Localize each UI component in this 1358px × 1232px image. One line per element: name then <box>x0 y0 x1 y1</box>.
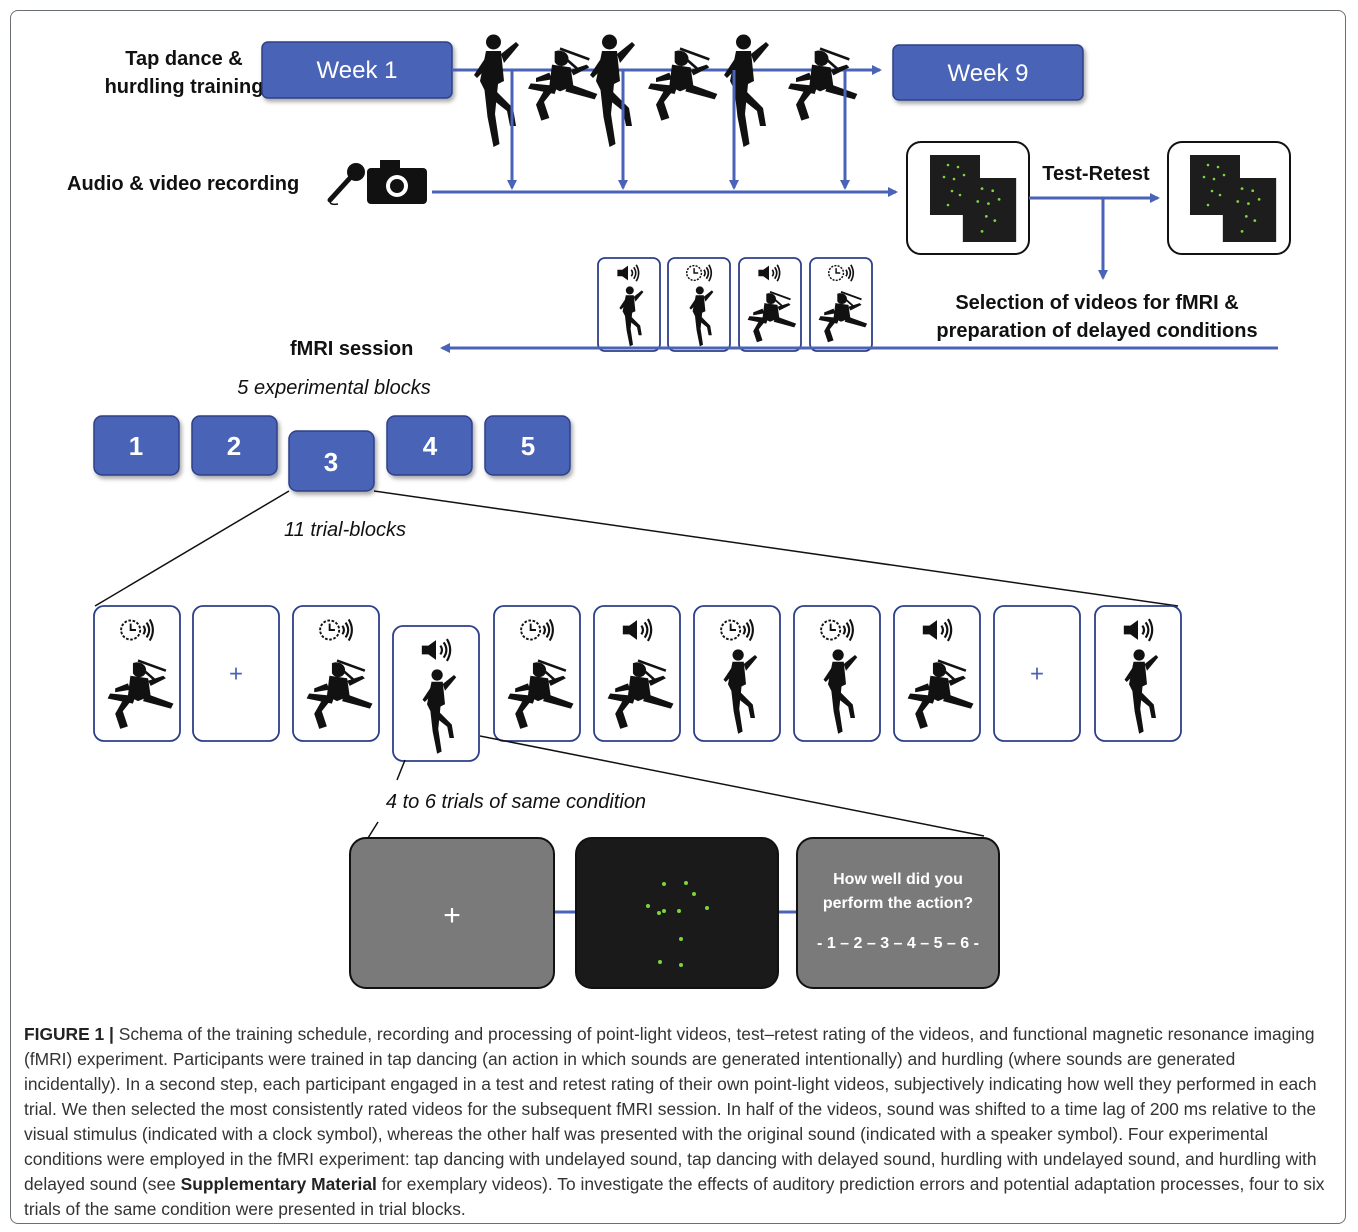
retest-rating-box <box>1167 141 1291 255</box>
caption-text-end: for exemplary videos). To investigate th… <box>24 1174 1325 1219</box>
trial-card <box>693 605 781 742</box>
trial-card <box>93 605 181 742</box>
rating-screen: How well did you perform the action? - 1… <box>796 837 1000 989</box>
zoom-line <box>367 821 379 839</box>
block-number: 5 <box>521 431 535 461</box>
fixation-card: + <box>192 605 280 742</box>
test-rating-box <box>906 141 1030 255</box>
trial-block-row: ++ <box>93 605 1182 762</box>
figure-frame <box>10 10 1346 1224</box>
test-retest-label: Test-Retest <box>1042 163 1150 185</box>
fixation-cross: + <box>443 899 461 932</box>
point-light-screen <box>575 837 779 989</box>
recording-label: Audio & video recording <box>67 173 299 195</box>
point-light-display <box>962 178 1017 242</box>
week-1-label: Week 1 <box>317 57 398 84</box>
rating-scale: - 1 – 2 – 3 – 4 – 5 – 6 - <box>817 935 979 952</box>
block-number: 1 <box>129 431 143 461</box>
trial-card <box>893 605 981 742</box>
trial-card <box>292 605 380 742</box>
hurdler-silhouette <box>526 47 599 123</box>
video-card <box>667 257 731 352</box>
zoom-line <box>373 490 1179 607</box>
trial-blocks-label: 11 trial-blocks <box>284 519 406 541</box>
week-9-label: Week 9 <box>948 60 1029 87</box>
week-9-box: Week 9 <box>892 44 1084 101</box>
caption-text: Schema of the training schedule, recordi… <box>24 1024 1317 1194</box>
fixation-card: + <box>993 605 1081 742</box>
trial-card <box>1094 605 1182 742</box>
point-light-display <box>646 881 709 967</box>
zoom-line <box>479 735 985 837</box>
fixation-cross: + <box>229 661 243 688</box>
point-light-display <box>1222 178 1277 242</box>
selection-label-line1: Selection of videos for fMRI & <box>955 292 1238 314</box>
block-number: 2 <box>227 431 241 461</box>
zoom-line <box>94 490 290 607</box>
zoom-line <box>396 759 406 781</box>
rating-question-line2: perform the action? <box>823 895 973 912</box>
video-card <box>738 257 802 352</box>
dancer-silhouette <box>590 34 635 147</box>
experimental-block-4: 4 <box>386 415 473 476</box>
experimental-block-2: 2 <box>191 415 278 476</box>
experimental-block-5: 5 <box>484 415 571 476</box>
selection-label-line2: preparation of delayed conditions <box>936 320 1257 342</box>
trial-card <box>392 625 480 762</box>
training-label-line1: Tap dance & <box>125 48 242 70</box>
fixation-cross: + <box>1030 661 1044 688</box>
hurdler-silhouette <box>786 47 859 123</box>
rating-question-line1: How well did you <box>833 871 963 888</box>
microphone-icon <box>327 163 365 206</box>
trial-card <box>593 605 681 742</box>
experimental-block-1: 1 <box>93 415 180 476</box>
video-card <box>597 257 661 352</box>
fixation-screen: + <box>349 837 555 989</box>
trial-card <box>493 605 581 742</box>
video-card <box>809 257 873 352</box>
trial-card <box>793 605 881 742</box>
training-label-line2: hurdling training <box>105 76 264 98</box>
block-number: 3 <box>324 447 338 477</box>
week-1-box: Week 1 <box>261 41 453 99</box>
diagram: Tap dance & hurdling training Week 1 Wee… <box>67 34 1291 989</box>
caption-bold-reference: Supplementary Material <box>180 1174 377 1194</box>
trials-label: 4 to 6 trials of same condition <box>386 791 646 813</box>
dancer-silhouette <box>724 34 769 147</box>
fmri-session-label: fMRI session <box>290 338 413 360</box>
caption-label: FIGURE 1 | <box>24 1024 114 1044</box>
hurdler-silhouette <box>646 47 719 123</box>
block-number: 4 <box>423 431 438 461</box>
experimental-blocks-label: 5 experimental blocks <box>237 377 430 399</box>
experimental-block-3: 3 <box>288 430 375 492</box>
camera-icon <box>367 160 427 204</box>
figure-caption: FIGURE 1 | Schema of the training schedu… <box>24 1022 1336 1222</box>
